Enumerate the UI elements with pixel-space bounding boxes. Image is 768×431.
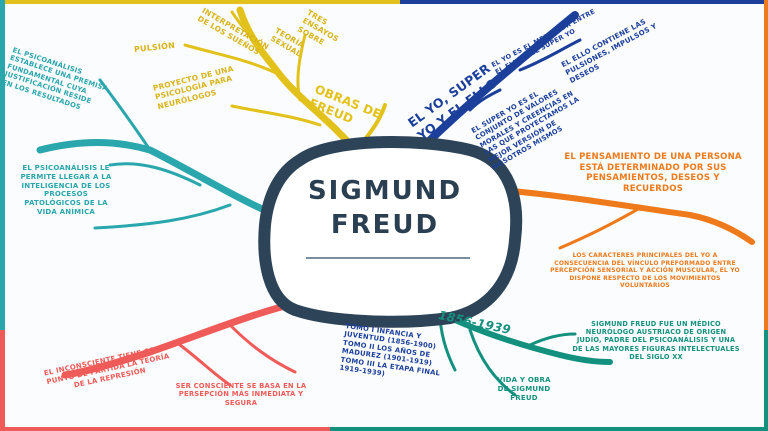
orange-item-caracteres[interactable]: LOS CARACTERES PRINCIPALES DEL YO A CONS… bbox=[550, 252, 740, 289]
frame-right-teal bbox=[764, 330, 768, 431]
frame-left-red bbox=[0, 330, 5, 431]
frame-right-orange bbox=[764, 0, 768, 330]
frame-bottom-green bbox=[330, 427, 768, 431]
red-item-consciente[interactable]: SER CONSCIENTE SE BASA EN LA PERSEPCIÓN … bbox=[175, 382, 307, 407]
frame-top-blue bbox=[400, 0, 768, 4]
central-topic-title[interactable]: SIGMUND FREUD bbox=[307, 176, 463, 240]
orange-branch bbox=[497, 187, 755, 250]
green-item-vida-obra[interactable]: VIDA Y OBRA DE SIGMUND FREUD bbox=[497, 376, 551, 402]
red-branch bbox=[61, 296, 314, 387]
center-node-shape bbox=[258, 135, 523, 328]
central-topic-underline bbox=[306, 257, 470, 259]
frame-bottom-red bbox=[0, 427, 330, 431]
teal-item-inteligencia[interactable]: EL PSICOANÁLISIS LE PERMITE LLEGAR A LA … bbox=[20, 164, 112, 216]
frame-top-yellow bbox=[0, 0, 400, 4]
green-item-medico[interactable]: SIGMUND FREUD FUE UN MÉDICO NEURÓLOGO AU… bbox=[572, 320, 740, 361]
orange-branch-label[interactable]: EL PENSAMIENTO DE UNA PERSONA ESTÁ DETER… bbox=[564, 152, 742, 194]
teal-branch bbox=[36, 78, 279, 230]
blue-branch bbox=[416, 11, 582, 154]
yellow-branch bbox=[183, 6, 387, 154]
frame-left-teal bbox=[0, 0, 5, 330]
